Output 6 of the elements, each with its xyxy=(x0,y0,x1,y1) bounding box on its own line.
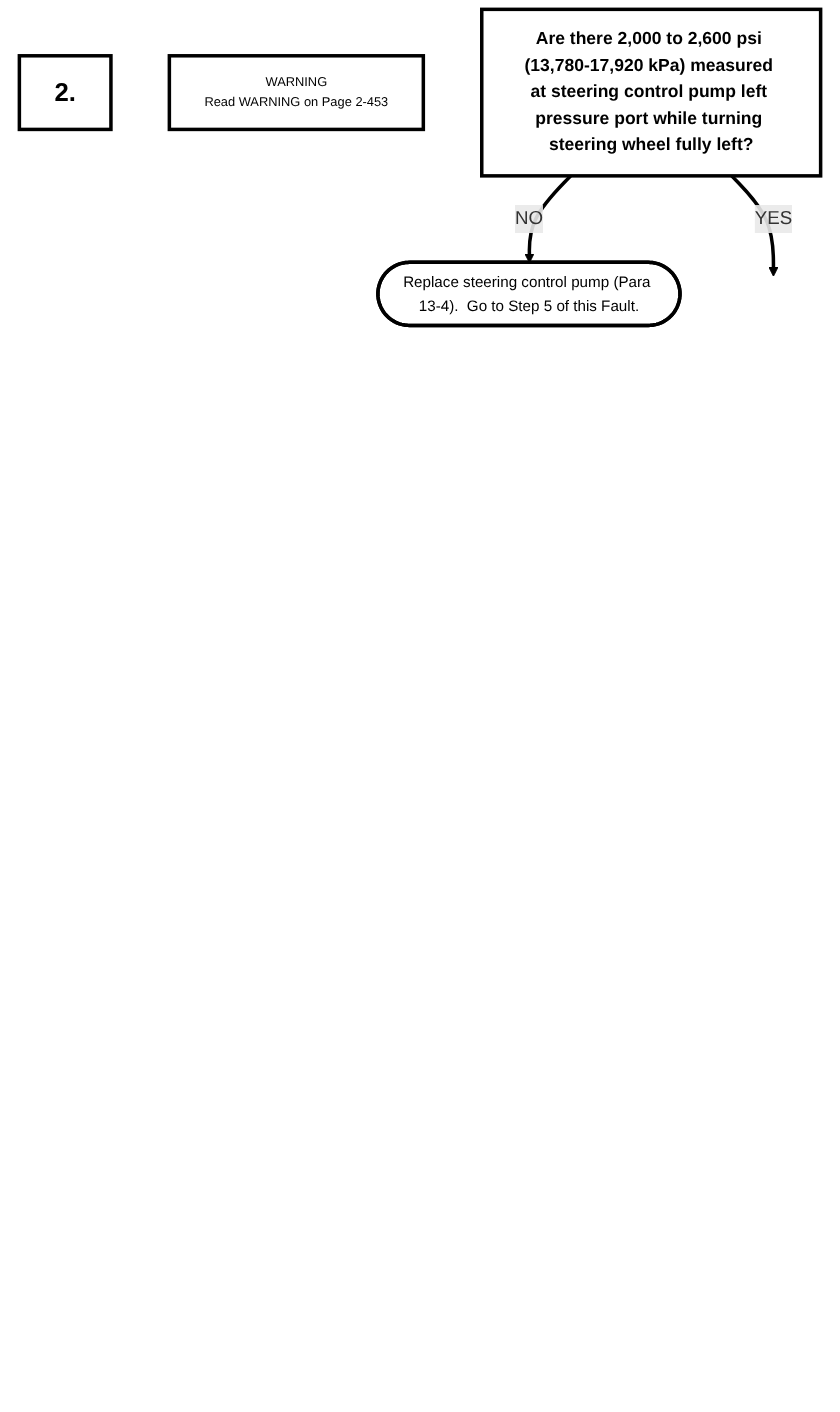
node-box: 2. xyxy=(17,54,113,132)
node-box: Are there 2,000 to 2,600 psi (13,780-17,920 kPa) measured at steering control pump left pressure port while turning steering wheel fully left? xyxy=(480,7,823,178)
arrow xyxy=(730,174,779,277)
edge-label: NO xyxy=(514,208,543,229)
arrow xyxy=(524,174,572,264)
edge-label: YES xyxy=(754,208,793,229)
